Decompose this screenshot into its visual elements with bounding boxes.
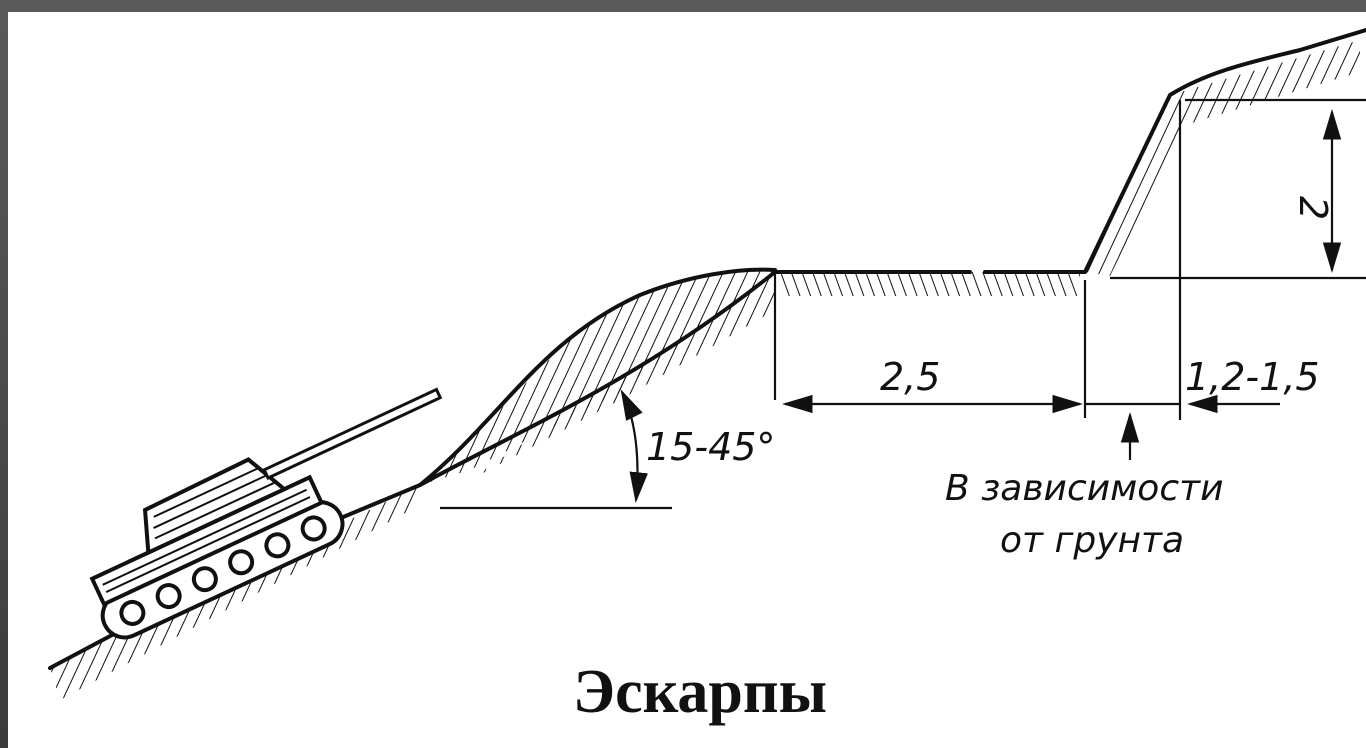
dimension-lines [440, 98, 1366, 510]
height-label: 2 [1291, 196, 1335, 220]
width-label: 2,5 [880, 355, 940, 399]
offset-label: 1,2-1,5 [1185, 355, 1320, 399]
note-line-2: от грунта [1000, 520, 1184, 561]
escarp-diagram: 15-45° 2,5 1,2-1,5 2 В зависимости от гр… [48, 28, 1366, 726]
terrain-profile [48, 28, 1366, 670]
tank-illustration [89, 387, 443, 640]
ground-hatching [50, 40, 1360, 700]
angle-label: 15-45° [646, 425, 775, 469]
note-line-1: В зависимости [945, 468, 1224, 509]
diagram-caption: Эскарпы [573, 658, 827, 726]
diagram-sheet: 15-45° 2,5 1,2-1,5 2 В зависимости от гр… [8, 12, 1366, 748]
